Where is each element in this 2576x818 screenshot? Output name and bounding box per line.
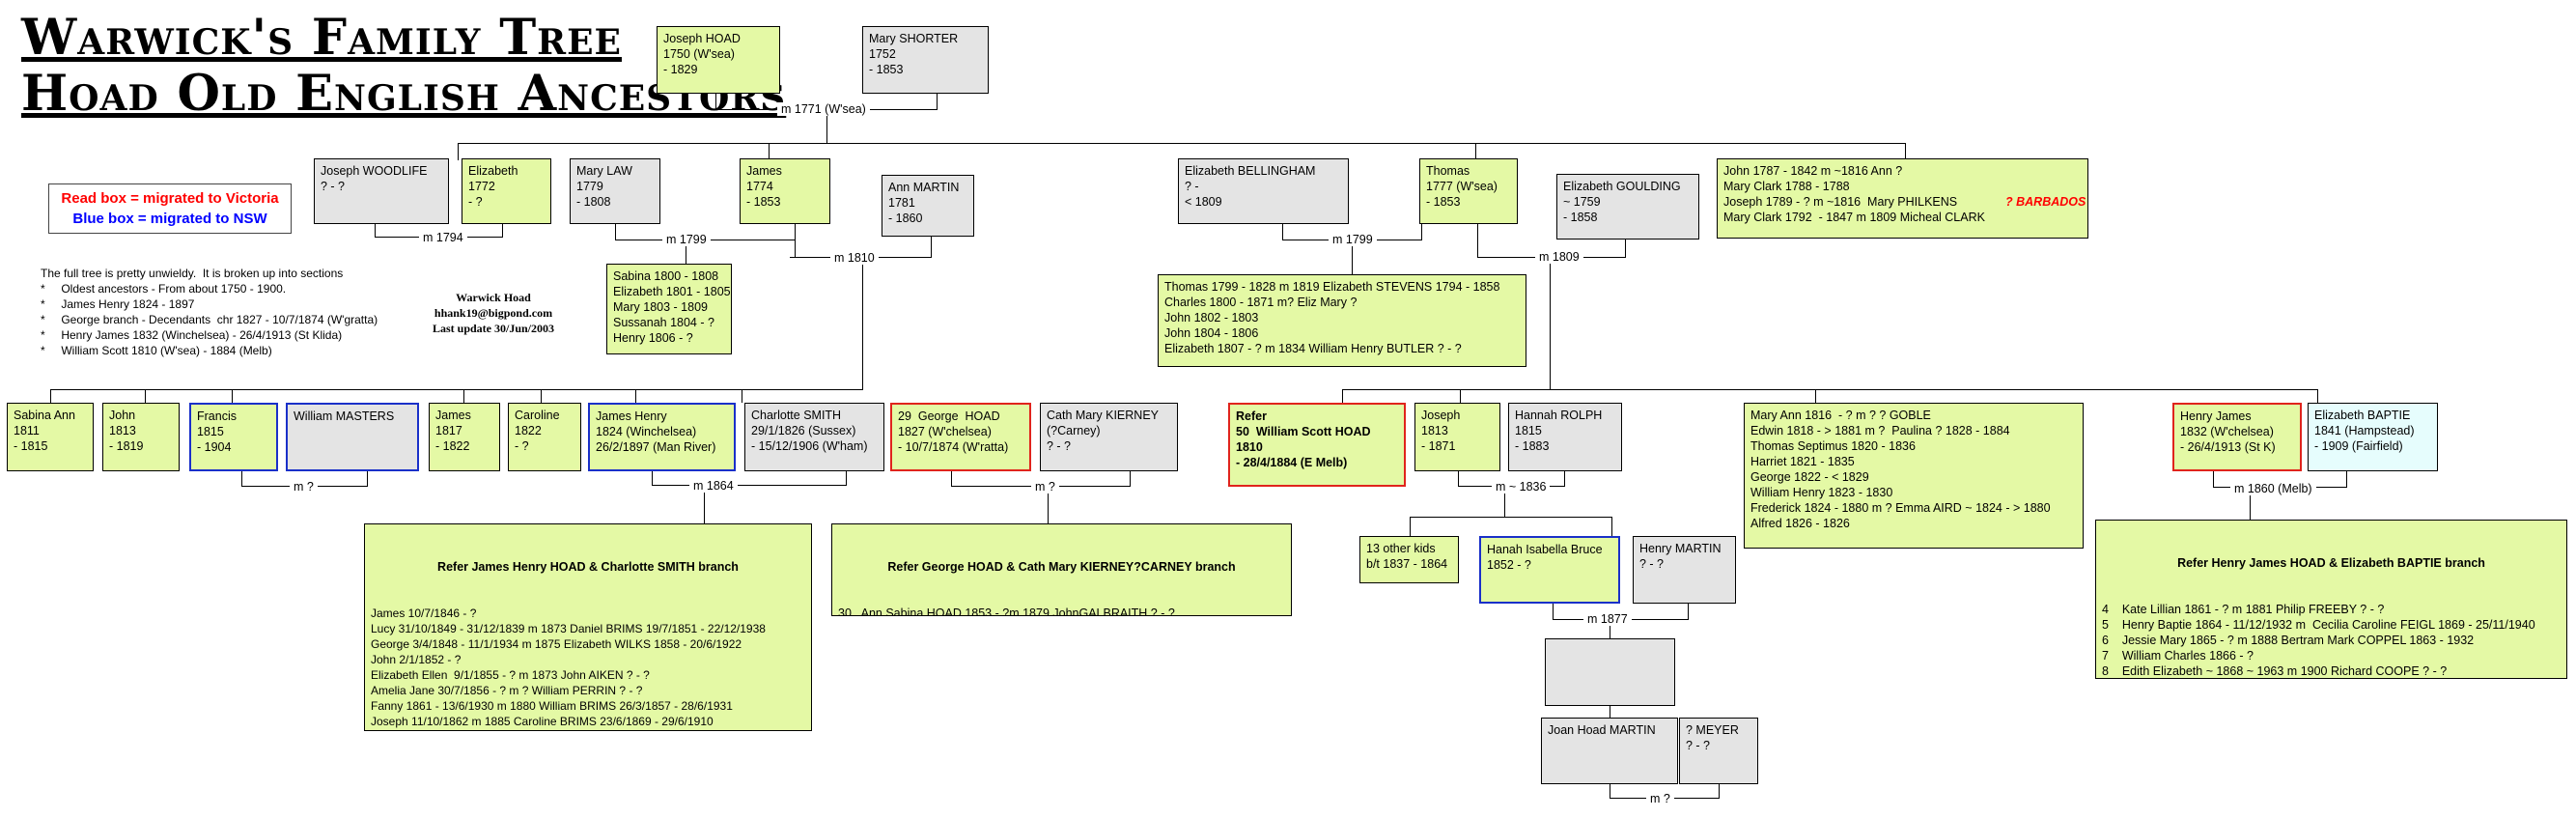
person-sabina-ann[interactable]: Sabina Ann 1811 - 1815 (7, 403, 94, 471)
person-francis-1815[interactable]: Francis 1815 - 1904 (189, 403, 278, 471)
legend-box: Read box = migrated to Victoria Blue box… (48, 183, 292, 234)
person-mary-shorter[interactable]: Mary SHORTER 1752 - 1853 (862, 26, 989, 94)
marriage-label-1860: m 1860 (Melb) (2230, 482, 2316, 495)
person-joseph-hoad-1750[interactable]: Joseph HOAD 1750 (W'sea) - 1829 (657, 26, 780, 94)
person-elizabeth-bellingham[interactable]: Elizabeth BELLINGHAM ? - < 1809 (1178, 158, 1349, 224)
marriage-label-masters: m ? (290, 480, 318, 494)
person-mary-law[interactable]: Mary LAW 1779 - 1808 (570, 158, 660, 224)
siblings-john-1787-tail: Mary Clark 1792 - 1847 m 1809 Micheal CL… (1723, 211, 1985, 224)
branch-george-body: 30 Ann Sabina HOAD 1853 - ?m 1879 JohnGA… (838, 606, 1175, 616)
credit-email: hhank19@bigpond.com (434, 306, 553, 320)
marriage-label-1877: m 1877 (1583, 612, 1632, 626)
branch-henry-james-heading: Refer Henry James HOAD & Elizabeth BAPTI… (2177, 556, 2485, 570)
person-joseph-1813[interactable]: Joseph 1813 - 1871 (1414, 403, 1500, 471)
legend-blue-text: Blue box = migrated to NSW (72, 211, 267, 227)
branch-james-henry-body: James 10/7/1846 - ? Lucy 31/10/1849 - 31… (371, 606, 766, 728)
person-james-1817[interactable]: James 1817 - 1822 (429, 403, 500, 471)
marriage-label-meyer: m ? (1646, 792, 1674, 805)
person-meyer[interactable]: ? MEYER ? - ? (1679, 718, 1758, 784)
person-thomas-1777[interactable]: Thomas 1777 (W'sea) - 1853 (1419, 158, 1518, 224)
children-of-thomas-1777[interactable]: Thomas 1799 - 1828 m 1819 Elizabeth STEV… (1158, 274, 1526, 367)
person-henry-james-1832[interactable]: Henry James 1832 (W'chelsea) - 26/4/1913… (2172, 403, 2302, 471)
person-unknown-box[interactable] (1545, 638, 1675, 706)
marriage-label-george: m ? (1031, 480, 1059, 494)
children-of-james-1774[interactable]: Sabina 1800 - 1808 Elizabeth 1801 - 1805… (606, 264, 732, 354)
person-hanah-isabella-bruce[interactable]: Hanah Isabella Bruce 1852 - ? (1479, 536, 1620, 604)
siblings-john-1787[interactable]: John 1787 - 1842 m ~1816 Ann ? Mary Clar… (1717, 158, 2088, 239)
person-joseph-woodlife[interactable]: Joseph WOODLIFE ? - ? (314, 158, 449, 224)
siblings-john-1787-text: John 1787 - 1842 m ~1816 Ann ? Mary Clar… (1723, 164, 1958, 209)
marriage-label-1799-james: m 1799 (662, 233, 711, 246)
marriage-label-1836: m ~ 1836 (1492, 480, 1551, 494)
person-elizabeth-1772[interactable]: Elizabeth 1772 - ? (462, 158, 551, 224)
branch-henry-james-body: 4 Kate Lillian 1861 - ? m 1881 Philip FR… (2102, 603, 2535, 678)
branch-george-heading: Refer George HOAD & Cath Mary KIERNEY?CA… (887, 560, 1236, 574)
marriage-label-1799-thomas: m 1799 (1329, 233, 1377, 246)
person-james-henry-1824[interactable]: James Henry 1824 (Winchelsea) 26/2/1897 … (588, 403, 736, 471)
branch-george[interactable]: Refer George HOAD & Cath Mary KIERNEY?CA… (831, 523, 1292, 616)
person-henry-martin[interactable]: Henry MARTIN ? - ? (1633, 536, 1736, 604)
person-ann-martin[interactable]: Ann MARTIN 1781 - 1860 (882, 175, 974, 237)
title-line-1: Warwick's Family Tree (21, 9, 622, 67)
children-william-mary-ann-1816[interactable]: Mary Ann 1816 - ? m ? ? GOBLE Edwin 1818… (1744, 403, 2084, 549)
person-james-1774[interactable]: James 1774 - 1853 (740, 158, 830, 224)
person-joan-hoad-martin[interactable]: Joan Hoad MARTIN (1541, 718, 1678, 784)
branch-james-henry[interactable]: Refer James Henry HOAD & Charlotte SMITH… (364, 523, 812, 731)
notes-text: The full tree is pretty unwieldy. It is … (41, 267, 378, 357)
person-william-scott-hoad[interactable]: Refer 50 William Scott HOAD 1810 - 28/4/… (1228, 403, 1406, 487)
barbados-note: ? BARBADOS ? (2005, 195, 2088, 209)
person-john-1813[interactable]: John 1813 - 1819 (102, 403, 180, 471)
person-elizabeth-goulding[interactable]: Elizabeth GOULDING ~ 1759 - 1858 (1556, 174, 1699, 240)
person-13-other-kids[interactable]: 13 other kids b/t 1837 - 1864 (1359, 536, 1459, 583)
marriage-label-1864: m 1864 (689, 479, 738, 493)
marriage-label-1794: m 1794 (419, 231, 467, 244)
person-charlotte-smith[interactable]: Charlotte SMITH 29/1/1826 (Sussex) - 15/… (744, 403, 884, 471)
branch-henry-james[interactable]: Refer Henry James HOAD & Elizabeth BAPTI… (2095, 520, 2567, 679)
person-elizabeth-baptie[interactable]: Elizabeth BAPTIE 1841 (Hampstead) - 1909… (2308, 403, 2438, 471)
branch-james-henry-heading: Refer James Henry HOAD & Charlotte SMITH… (437, 560, 739, 574)
marriage-label-1771: m 1771 (W'sea) (777, 102, 870, 116)
person-william-masters[interactable]: William MASTERS (286, 403, 419, 471)
marriage-label-1809: m 1809 (1535, 250, 1583, 264)
person-george-hoad[interactable]: 29 George HOAD 1827 (W'chelsea) - 10/7/1… (890, 403, 1031, 471)
person-caroline-1822[interactable]: Caroline 1822 - ? (508, 403, 581, 471)
credit-update: Last update 30/Jun/2003 (432, 322, 555, 335)
credit-block: Warwick Hoad hhank19@bigpond.com Last up… (421, 290, 566, 336)
marriage-label-1810: m 1810 (830, 251, 879, 265)
credit-name: Warwick Hoad (456, 291, 531, 304)
person-hannah-rolph[interactable]: Hannah ROLPH 1815 - 1883 (1508, 403, 1622, 471)
person-cath-kierney[interactable]: Cath Mary KIERNEY (?Carney) ? - ? (1040, 403, 1178, 471)
legend-red-text: Read box = migrated to Victoria (61, 190, 279, 207)
